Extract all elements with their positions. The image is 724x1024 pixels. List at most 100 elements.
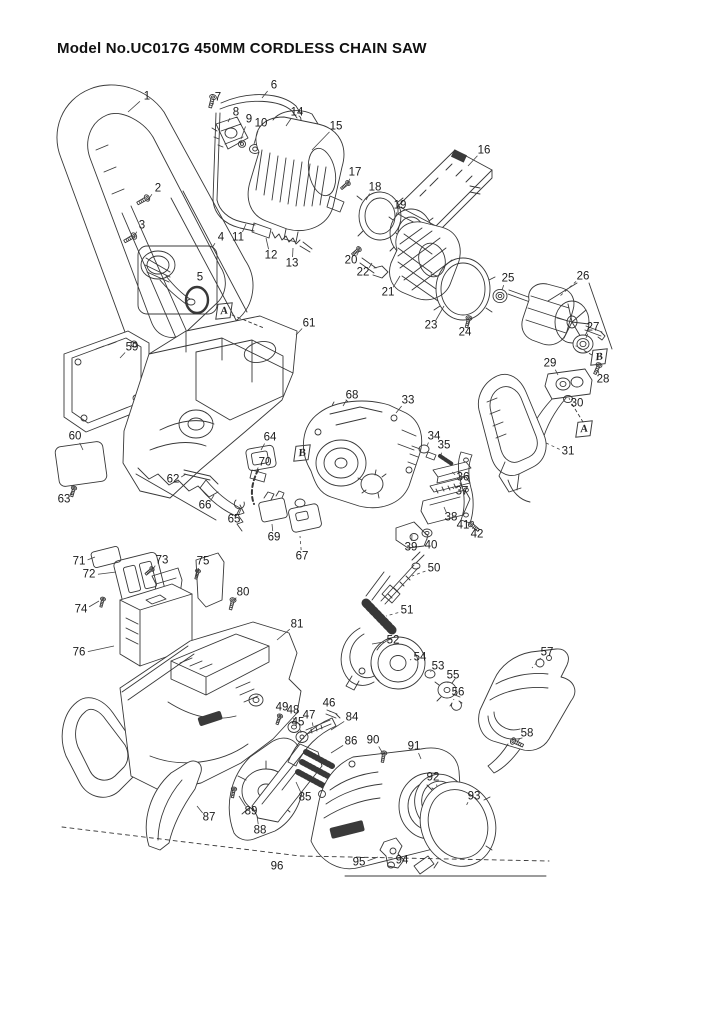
part-label-65: 65	[227, 513, 241, 526]
part-label-81: 81	[290, 618, 304, 631]
leader-line-90	[378, 746, 383, 753]
part-label-5: 5	[196, 271, 204, 284]
leader-line-4	[211, 242, 216, 249]
leader-line-37	[451, 486, 455, 490]
part-label-58: 58	[520, 727, 534, 740]
part-label-75: 75	[196, 555, 210, 568]
part-label-85: 85	[298, 791, 312, 804]
leader-line-20	[356, 250, 360, 256]
leader-line-2	[147, 193, 153, 201]
cam-parts-drawing	[380, 838, 404, 868]
part-label-41: 41	[456, 519, 470, 532]
bearing-25-drawing	[493, 289, 507, 302]
part-label-15: 15	[329, 120, 343, 133]
leader-line-60	[79, 442, 84, 451]
page-title: Model No.UC017G 450MM CORDLESS CHAIN SAW	[57, 40, 427, 57]
leader-line-75	[197, 568, 200, 572]
part-label-38: 38	[444, 511, 458, 524]
leader-line-72	[97, 571, 117, 575]
leader-line-59	[119, 352, 126, 359]
front-handle-drawing	[57, 85, 253, 392]
leader-line-62	[180, 473, 187, 478]
leader-line-51	[385, 612, 399, 617]
leader-line-47	[311, 722, 314, 727]
part-label-24: 24	[458, 326, 472, 339]
leader-line-73	[152, 565, 156, 570]
part-label-11: 11	[232, 231, 244, 244]
leader-line-81	[276, 628, 291, 641]
leader-line-16	[467, 155, 478, 167]
leader-line-65	[238, 508, 242, 515]
part-label-54: 54	[413, 651, 427, 664]
part-label-88: 88	[253, 824, 267, 837]
leader-line-12	[265, 237, 269, 250]
part-label-28: 28	[596, 373, 610, 386]
oil-line-drawing	[213, 200, 312, 252]
leader-line-68	[342, 400, 347, 407]
part-label-7: 7	[214, 91, 222, 104]
leader-line-36	[451, 471, 456, 475]
part-label-49: 49	[275, 701, 289, 714]
sprocket-drum-drawing	[371, 637, 462, 710]
part-label-76: 76	[72, 646, 86, 659]
part-label-31: 31	[561, 445, 575, 458]
part-label-30: 30	[570, 397, 584, 410]
leader-line-64	[260, 443, 265, 451]
leader-line-93	[465, 802, 469, 807]
rotor-drawing	[508, 283, 612, 349]
part-label-39: 39	[404, 541, 418, 554]
part-label-1: 1	[143, 90, 151, 103]
part-label-51: 51	[400, 604, 414, 617]
oil-cap-drawing	[138, 246, 217, 314]
leader-line-76	[87, 645, 115, 653]
leader-line-27	[585, 333, 589, 339]
leader-line-14	[285, 118, 292, 127]
part-label-73: 73	[155, 554, 169, 567]
part-label-27: 27	[586, 321, 600, 334]
lock-ring-drawing	[409, 771, 508, 877]
part-label-56: 56	[451, 686, 465, 699]
part-label-67: 67	[295, 550, 309, 563]
battery-parts-drawing	[90, 546, 224, 666]
part-label-23: 23	[424, 319, 438, 332]
main-body-drawing	[62, 622, 301, 797]
part-label-52: 52	[386, 634, 400, 647]
leader-line-67	[299, 535, 302, 551]
part-label-33: 33	[401, 394, 415, 407]
chain-brake-drawing	[146, 710, 340, 850]
part-label-4: 4	[217, 231, 225, 244]
view-marker-B: B	[590, 348, 608, 366]
part-label-62: 62	[166, 473, 180, 486]
part-label-74: 74	[74, 603, 88, 616]
view-marker-B: B	[293, 444, 311, 462]
leader-line-38	[443, 506, 447, 513]
view-marker-A: A	[575, 420, 593, 438]
leader-line-11	[242, 223, 247, 233]
part-label-90: 90	[366, 734, 380, 747]
part-label-70: 70	[258, 456, 272, 469]
leader-line-24	[467, 320, 470, 327]
part-label-45: 45	[291, 716, 305, 729]
part-label-35: 35	[437, 439, 451, 452]
motor-housing-drawing	[248, 111, 344, 242]
part-label-25: 25	[501, 272, 515, 285]
part-label-42: 42	[470, 528, 484, 541]
part-label-72: 72	[82, 568, 96, 581]
sprocket-cover-drawing	[479, 649, 575, 773]
part-label-96: 96	[270, 860, 284, 873]
leader-line-19	[395, 212, 398, 217]
part-label-92: 92	[426, 771, 440, 784]
leader-line-30	[568, 397, 571, 400]
leader-line-80	[233, 597, 237, 602]
part-label-93: 93	[467, 790, 481, 803]
leader-line-8	[227, 118, 231, 123]
leader-line-50	[411, 570, 426, 577]
part-label-61: 61	[302, 317, 316, 330]
tensioner-drawing	[341, 552, 424, 690]
leader-line-33	[395, 405, 402, 414]
leader-line-88	[256, 815, 259, 825]
